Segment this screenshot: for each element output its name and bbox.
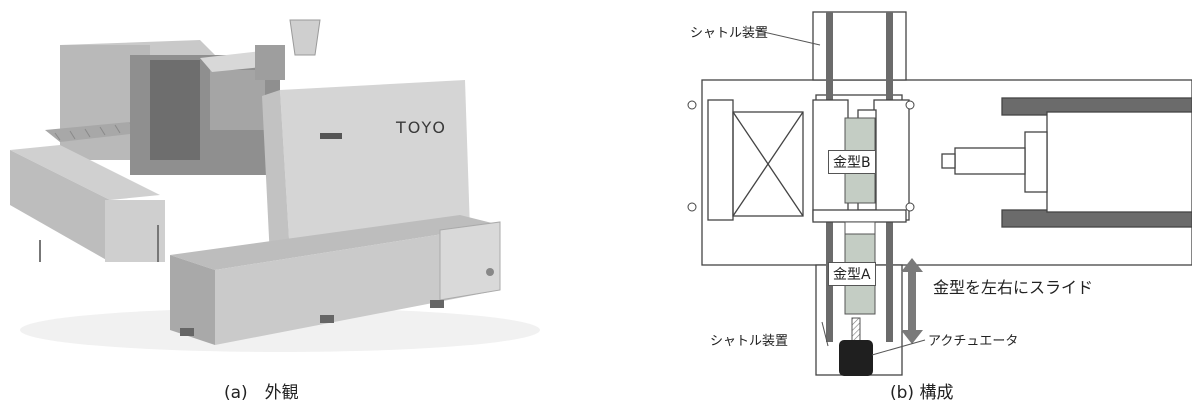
shuttle-schematic-diagram <box>687 11 1192 376</box>
shuttle-device-bottom-label: シャトル装置 <box>710 334 789 349</box>
mold-b-label: 金型B <box>828 150 876 174</box>
shuttle-device-top-label: シャトル装置 <box>690 26 769 41</box>
configuration-panel: シャトル装置 金型B 金型A 金型を左右にスライド シャトル装置 アクチュエータ… <box>560 0 1192 408</box>
injection-molding-machine-illustration <box>10 19 540 352</box>
mold-a-label: 金型A <box>828 262 876 286</box>
machine-exterior-panel: TOYO (a) 外観 <box>0 0 560 408</box>
caption-exterior: (a) 外観 <box>224 383 299 403</box>
brand-logo-text: TOYO <box>396 118 447 137</box>
actuator-label: アクチュエータ <box>928 334 1019 349</box>
slide-description-label: 金型を左右にスライド <box>933 278 1094 297</box>
caption-configuration: (b) 構成 <box>890 383 954 403</box>
